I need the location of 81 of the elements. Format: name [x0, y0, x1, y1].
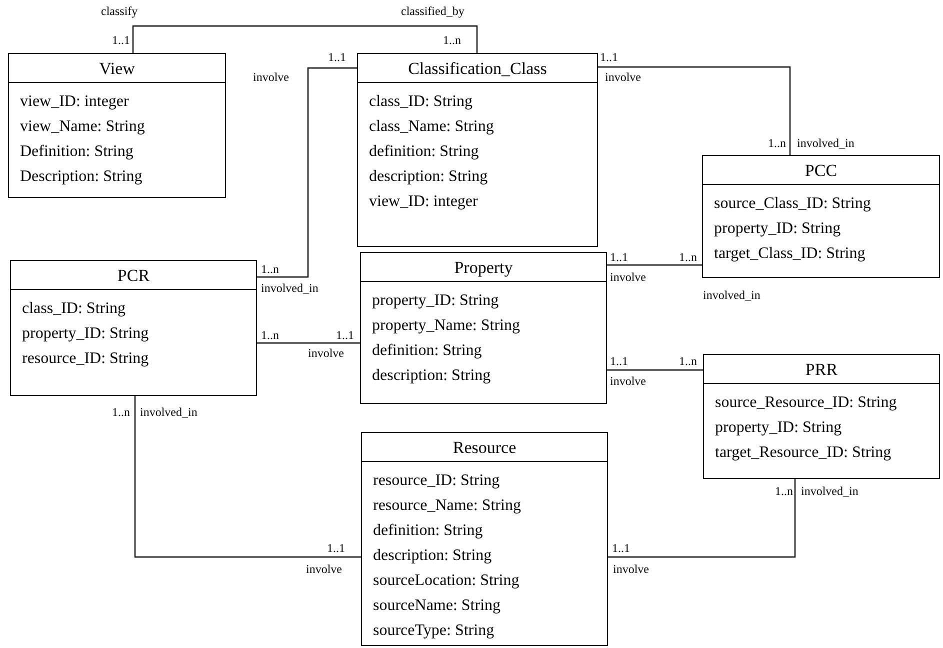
association-line	[132, 25, 478, 53]
role-label: 1..1	[610, 354, 628, 368]
role-label: 1..1	[112, 33, 130, 47]
role-label: 1..n	[261, 262, 279, 276]
role-label: involve	[605, 70, 641, 84]
attribute-text: property_ID: String	[715, 418, 842, 438]
role-label: involve	[610, 374, 646, 388]
attribute-text: Definition: String	[20, 142, 134, 162]
attribute-text: target_Class_ID: String	[714, 244, 866, 264]
class-name: PCC	[804, 162, 838, 178]
attribute-text: resource_ID: String	[22, 349, 149, 369]
role-label: 1..n	[768, 136, 786, 150]
role-label: 1..n	[679, 250, 697, 264]
role-label: involved_in	[140, 405, 198, 419]
class-name: Resource	[452, 438, 516, 456]
role-label: 1..n	[679, 354, 697, 368]
attribute-text: view_ID: integer	[20, 92, 129, 112]
attribute-text: sourceLocation: String	[373, 571, 520, 591]
attribute-text: description: String	[372, 366, 491, 386]
role-label: classify	[101, 4, 138, 18]
role-label: involved_in	[801, 484, 858, 498]
role-label: 1..1	[328, 50, 346, 64]
attribute-text: property_Name: String	[372, 316, 520, 336]
attribute-text: definition: String	[372, 341, 482, 361]
role-label: involve	[308, 346, 344, 360]
role-label: involved_in	[261, 281, 318, 295]
attribute-text: class_ID: String	[22, 299, 126, 319]
role-label: involve	[610, 270, 646, 284]
role-label: involved_in	[703, 288, 760, 302]
attribute-text: resource_ID: String	[373, 471, 500, 491]
association-line	[598, 66, 791, 155]
role-label: involve	[613, 562, 649, 576]
attribute-text: resource_Name: String	[373, 496, 521, 516]
attribute-text: sourceType: String	[373, 621, 494, 641]
association-line	[257, 342, 360, 344]
attribute-text: property_ID: String	[22, 324, 149, 344]
attribute-text: Description: String	[20, 167, 142, 187]
class-name: View	[99, 60, 135, 76]
role-label: classified_by	[401, 4, 464, 18]
class-box	[8, 53, 226, 198]
role-label: involve	[253, 70, 289, 84]
class-name: PCR	[117, 266, 150, 284]
role-label: 1..1	[336, 328, 354, 342]
role-label: involved_in	[797, 136, 854, 150]
attribute-text: class_ID: String	[369, 92, 473, 112]
class-name: Property	[454, 258, 513, 276]
attribute-text: definition: String	[369, 142, 479, 162]
attribute-text: class_Name: String	[369, 117, 494, 137]
class-name: Classification_Class	[408, 60, 547, 76]
class-box	[360, 252, 607, 404]
class-box	[702, 155, 940, 278]
class-box	[703, 354, 940, 479]
attribute-text: view_ID: integer	[369, 192, 478, 212]
association-line	[134, 396, 361, 558]
class-box	[361, 432, 608, 646]
attribute-text: property_ID: String	[714, 219, 841, 239]
attribute-text: source_Class_ID: String	[714, 194, 871, 214]
attribute-text: description: String	[373, 546, 492, 566]
role-label: 1..1	[610, 250, 628, 264]
attribute-text: description: String	[369, 167, 488, 187]
association-line	[607, 369, 703, 371]
role-label: 1..n	[775, 484, 793, 498]
role-label: 1..n	[112, 405, 130, 419]
role-label: 1..1	[600, 50, 618, 64]
association-line	[257, 67, 357, 278]
role-label: 1..1	[612, 541, 630, 555]
attribute-text: property_ID: String	[372, 291, 499, 311]
role-label: 1..n	[261, 328, 279, 342]
association-line	[608, 479, 796, 558]
attribute-text: view_Name: String	[20, 117, 145, 137]
association-line	[607, 264, 702, 266]
attribute-text: target_Resource_ID: String	[715, 443, 892, 463]
attribute-text: source_Resource_ID: String	[715, 393, 897, 413]
role-label: 1..1	[327, 541, 345, 555]
class-name: PRR	[805, 360, 838, 378]
role-label: 1..n	[443, 33, 461, 47]
attribute-text: sourceName: String	[373, 596, 501, 616]
attribute-text: definition: String	[373, 521, 483, 541]
role-label: involve	[306, 562, 342, 576]
class-box	[10, 260, 257, 396]
class-box	[357, 53, 598, 247]
